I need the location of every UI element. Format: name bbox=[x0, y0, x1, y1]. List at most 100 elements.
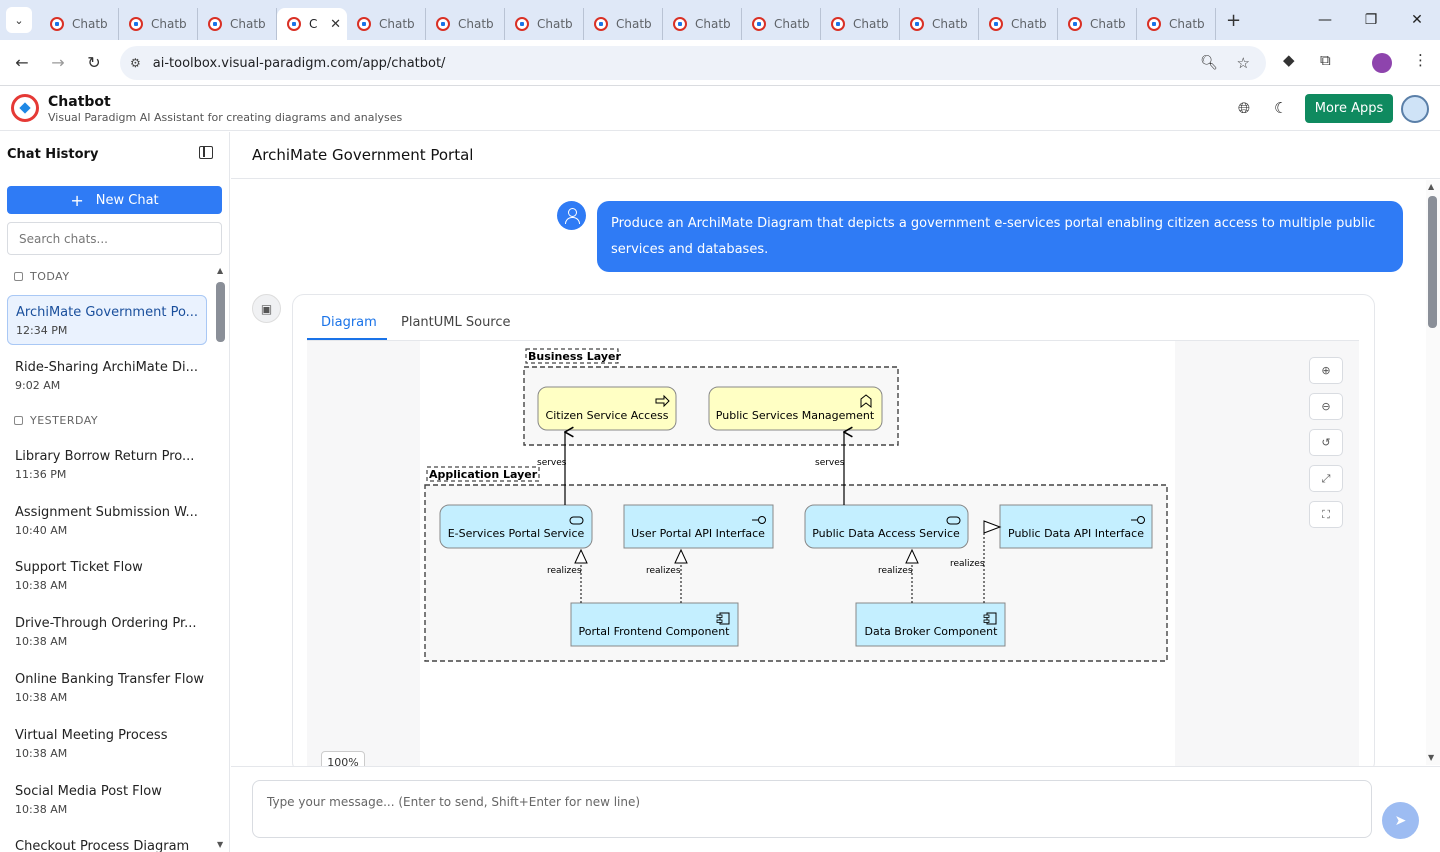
browser-tab[interactable]: Chatb bbox=[505, 8, 584, 40]
forward-arrow-icon[interactable]: → bbox=[51, 53, 65, 72]
browser-tab[interactable]: Chatb bbox=[1137, 8, 1216, 40]
browser-tab[interactable]: Chatb bbox=[900, 8, 979, 40]
app-subtitle: Visual Paradigm AI Assistant for creatin… bbox=[48, 111, 403, 124]
search-chats-input[interactable]: Search chats... bbox=[7, 222, 222, 255]
browser-tab-label: Chatb bbox=[1169, 17, 1205, 31]
chat-item[interactable]: Virtual Meeting Process 10:38 AM bbox=[15, 728, 168, 760]
chat-item[interactable]: Social Media Post Flow 10:38 AM bbox=[15, 784, 162, 816]
chatbot-favicon-icon bbox=[989, 17, 1003, 31]
chat-item[interactable]: Checkout Process Diagram bbox=[15, 839, 190, 852]
browser-tab[interactable]: Chatb bbox=[347, 8, 426, 40]
send-button[interactable]: ➤ bbox=[1382, 802, 1419, 839]
chatbot-favicon-icon bbox=[831, 17, 845, 31]
chatbot-favicon-icon bbox=[436, 17, 450, 31]
realizes-relation: realizes bbox=[646, 548, 688, 603]
svg-text:serves: serves bbox=[815, 458, 845, 468]
scroll-up-arrow-icon[interactable]: ▲ bbox=[217, 266, 224, 275]
back-arrow-icon[interactable]: ← bbox=[15, 53, 29, 72]
bookmark-star-icon[interactable]: ☆ bbox=[1236, 54, 1250, 72]
chatbot-favicon-icon bbox=[752, 17, 766, 31]
browser-tab-label: Chatb bbox=[695, 17, 731, 31]
send-paper-plane-icon: ➤ bbox=[1394, 812, 1407, 829]
browser-tab[interactable]: Chatb bbox=[821, 8, 900, 40]
main-scroll-down-icon[interactable]: ▼ bbox=[1428, 753, 1435, 762]
browser-tab[interactable]: Chatb bbox=[584, 8, 663, 40]
scroll-down-arrow-icon[interactable]: ▼ bbox=[217, 840, 224, 849]
minimize-icon[interactable]: — bbox=[1318, 12, 1332, 28]
omnibox[interactable]: ⚙ ai-toolbox.visual-paradigm.com/app/cha… bbox=[120, 46, 1266, 80]
realizes-relation: realizes bbox=[547, 548, 588, 603]
archimate-svg: Business Layer Application Layer Citizen… bbox=[424, 348, 1168, 662]
browser-tab[interactable]: Chatb bbox=[663, 8, 742, 40]
tab-search-chevron-icon[interactable]: ⌄ bbox=[6, 7, 32, 33]
chatbot-favicon-icon bbox=[1068, 17, 1082, 31]
dark-mode-moon-icon[interactable]: ☾ bbox=[1274, 99, 1288, 117]
sidebar-scrollbar[interactable] bbox=[216, 282, 225, 342]
browser-tab-label: Chatb bbox=[616, 17, 652, 31]
reset-rotate-icon[interactable]: ↺ bbox=[1309, 429, 1343, 456]
main-scrollbar-thumb[interactable] bbox=[1428, 196, 1437, 328]
new-tab-plus-icon[interactable]: + bbox=[1226, 9, 1242, 31]
chat-item[interactable]: Library Borrow Return Pro... 11:36 PM bbox=[15, 449, 195, 481]
reload-icon[interactable]: ↻ bbox=[87, 53, 101, 72]
url-text[interactable]: ai-toolbox.visual-paradigm.com/app/chatb… bbox=[152, 55, 446, 71]
svg-text:realizes: realizes bbox=[950, 559, 985, 569]
app-title: Chatbot bbox=[48, 94, 111, 110]
zoom-out-icon[interactable]: ⊖ bbox=[1309, 393, 1343, 420]
zoom-magnifier-icon[interactable]: 🔍︎ bbox=[1200, 55, 1218, 71]
public-services-management-element: Public Services Management bbox=[708, 386, 883, 431]
browser-tab[interactable]: Chatb bbox=[979, 8, 1058, 40]
fullscreen-icon[interactable]: ⛶ bbox=[1309, 501, 1343, 528]
browser-tab[interactable]: Chatb bbox=[198, 8, 277, 40]
assistant-avatar[interactable] bbox=[1401, 95, 1429, 123]
tab-divider bbox=[307, 340, 1359, 341]
extensions-puzzle-icon[interactable]: ⧉ bbox=[1320, 51, 1331, 69]
browser-tab-label: C bbox=[309, 17, 318, 31]
chatbot-favicon-icon bbox=[208, 17, 222, 31]
data-broker-component-element: Data Broker Component bbox=[855, 602, 1006, 647]
close-tab-icon[interactable]: ✕ bbox=[330, 16, 341, 32]
close-window-icon[interactable]: ✕ bbox=[1411, 12, 1423, 28]
tab-plantuml-source[interactable]: PlantUML Source bbox=[401, 315, 511, 330]
browser-tab[interactable]: Chatb bbox=[426, 8, 505, 40]
chat-item[interactable]: Drive-Through Ordering Pr... 10:38 AM bbox=[15, 616, 197, 648]
main-scroll-up-icon[interactable]: ▲ bbox=[1428, 182, 1435, 191]
tab-diagram[interactable]: Diagram bbox=[321, 315, 377, 330]
chat-item[interactable]: Ride-Sharing ArchiMate Di... 9:02 AM bbox=[15, 360, 199, 392]
browser-menu-icon[interactable]: ⋮ bbox=[1413, 51, 1428, 69]
public-data-access-service-element: Public Data Access Service bbox=[804, 504, 969, 549]
browser-tab[interactable]: Chatb bbox=[119, 8, 198, 40]
zoom-in-icon[interactable]: ⊕ bbox=[1309, 357, 1343, 384]
sidebar-toggle-icon[interactable] bbox=[199, 146, 213, 159]
new-chat-button[interactable]: + New Chat bbox=[7, 186, 222, 214]
chat-item[interactable]: Support Ticket Flow 10:38 AM bbox=[15, 560, 143, 592]
message-input[interactable]: Type your message... (Enter to send, Shi… bbox=[252, 780, 1372, 838]
fit-screen-icon[interactable]: ⤢ bbox=[1309, 465, 1343, 492]
user-portal-api-interface-element: User Portal API Interface bbox=[623, 504, 774, 549]
browser-tab-active[interactable]: C✕ bbox=[277, 8, 347, 40]
browser-tab[interactable]: Chatb bbox=[40, 8, 119, 40]
globe-language-icon[interactable]: 🌐︎ bbox=[1238, 99, 1251, 117]
site-settings-icon[interactable]: ⚙ bbox=[130, 56, 141, 70]
public-data-api-interface-element: Public Data API Interface bbox=[999, 504, 1153, 549]
svg-text:E-Services Portal Service: E-Services Portal Service bbox=[448, 527, 585, 540]
chat-item[interactable]: ArchiMate Government Po... 12:34 PM bbox=[7, 295, 207, 345]
browser-tab-label: Chatb bbox=[458, 17, 494, 31]
browser-tab[interactable]: Chatb bbox=[742, 8, 821, 40]
chat-item[interactable]: Online Banking Transfer Flow 10:38 AM bbox=[15, 672, 205, 704]
chat-item[interactable]: Assignment Submission W... 10:40 AM bbox=[15, 505, 198, 537]
calendar-icon bbox=[14, 416, 23, 425]
diagram-viewport[interactable]: Business Layer Application Layer Citizen… bbox=[307, 341, 1359, 773]
more-apps-button[interactable]: More Apps bbox=[1305, 94, 1393, 123]
extension-icon[interactable]: ◆ bbox=[1283, 51, 1295, 69]
chatbot-favicon-icon bbox=[910, 17, 924, 31]
window-controls: — ❐ ✕ bbox=[1302, 0, 1440, 40]
browser-tab[interactable]: Chatb bbox=[1058, 8, 1137, 40]
chatbot-favicon-icon bbox=[129, 17, 143, 31]
user-avatar-icon bbox=[557, 201, 586, 230]
eservices-portal-service-element: E-Services Portal Service bbox=[439, 504, 593, 549]
profile-avatar[interactable] bbox=[1372, 53, 1392, 73]
browser-tab-label: Chatb bbox=[1090, 17, 1126, 31]
chatbot-favicon-icon bbox=[1147, 17, 1161, 31]
restore-icon[interactable]: ❐ bbox=[1364, 12, 1378, 28]
